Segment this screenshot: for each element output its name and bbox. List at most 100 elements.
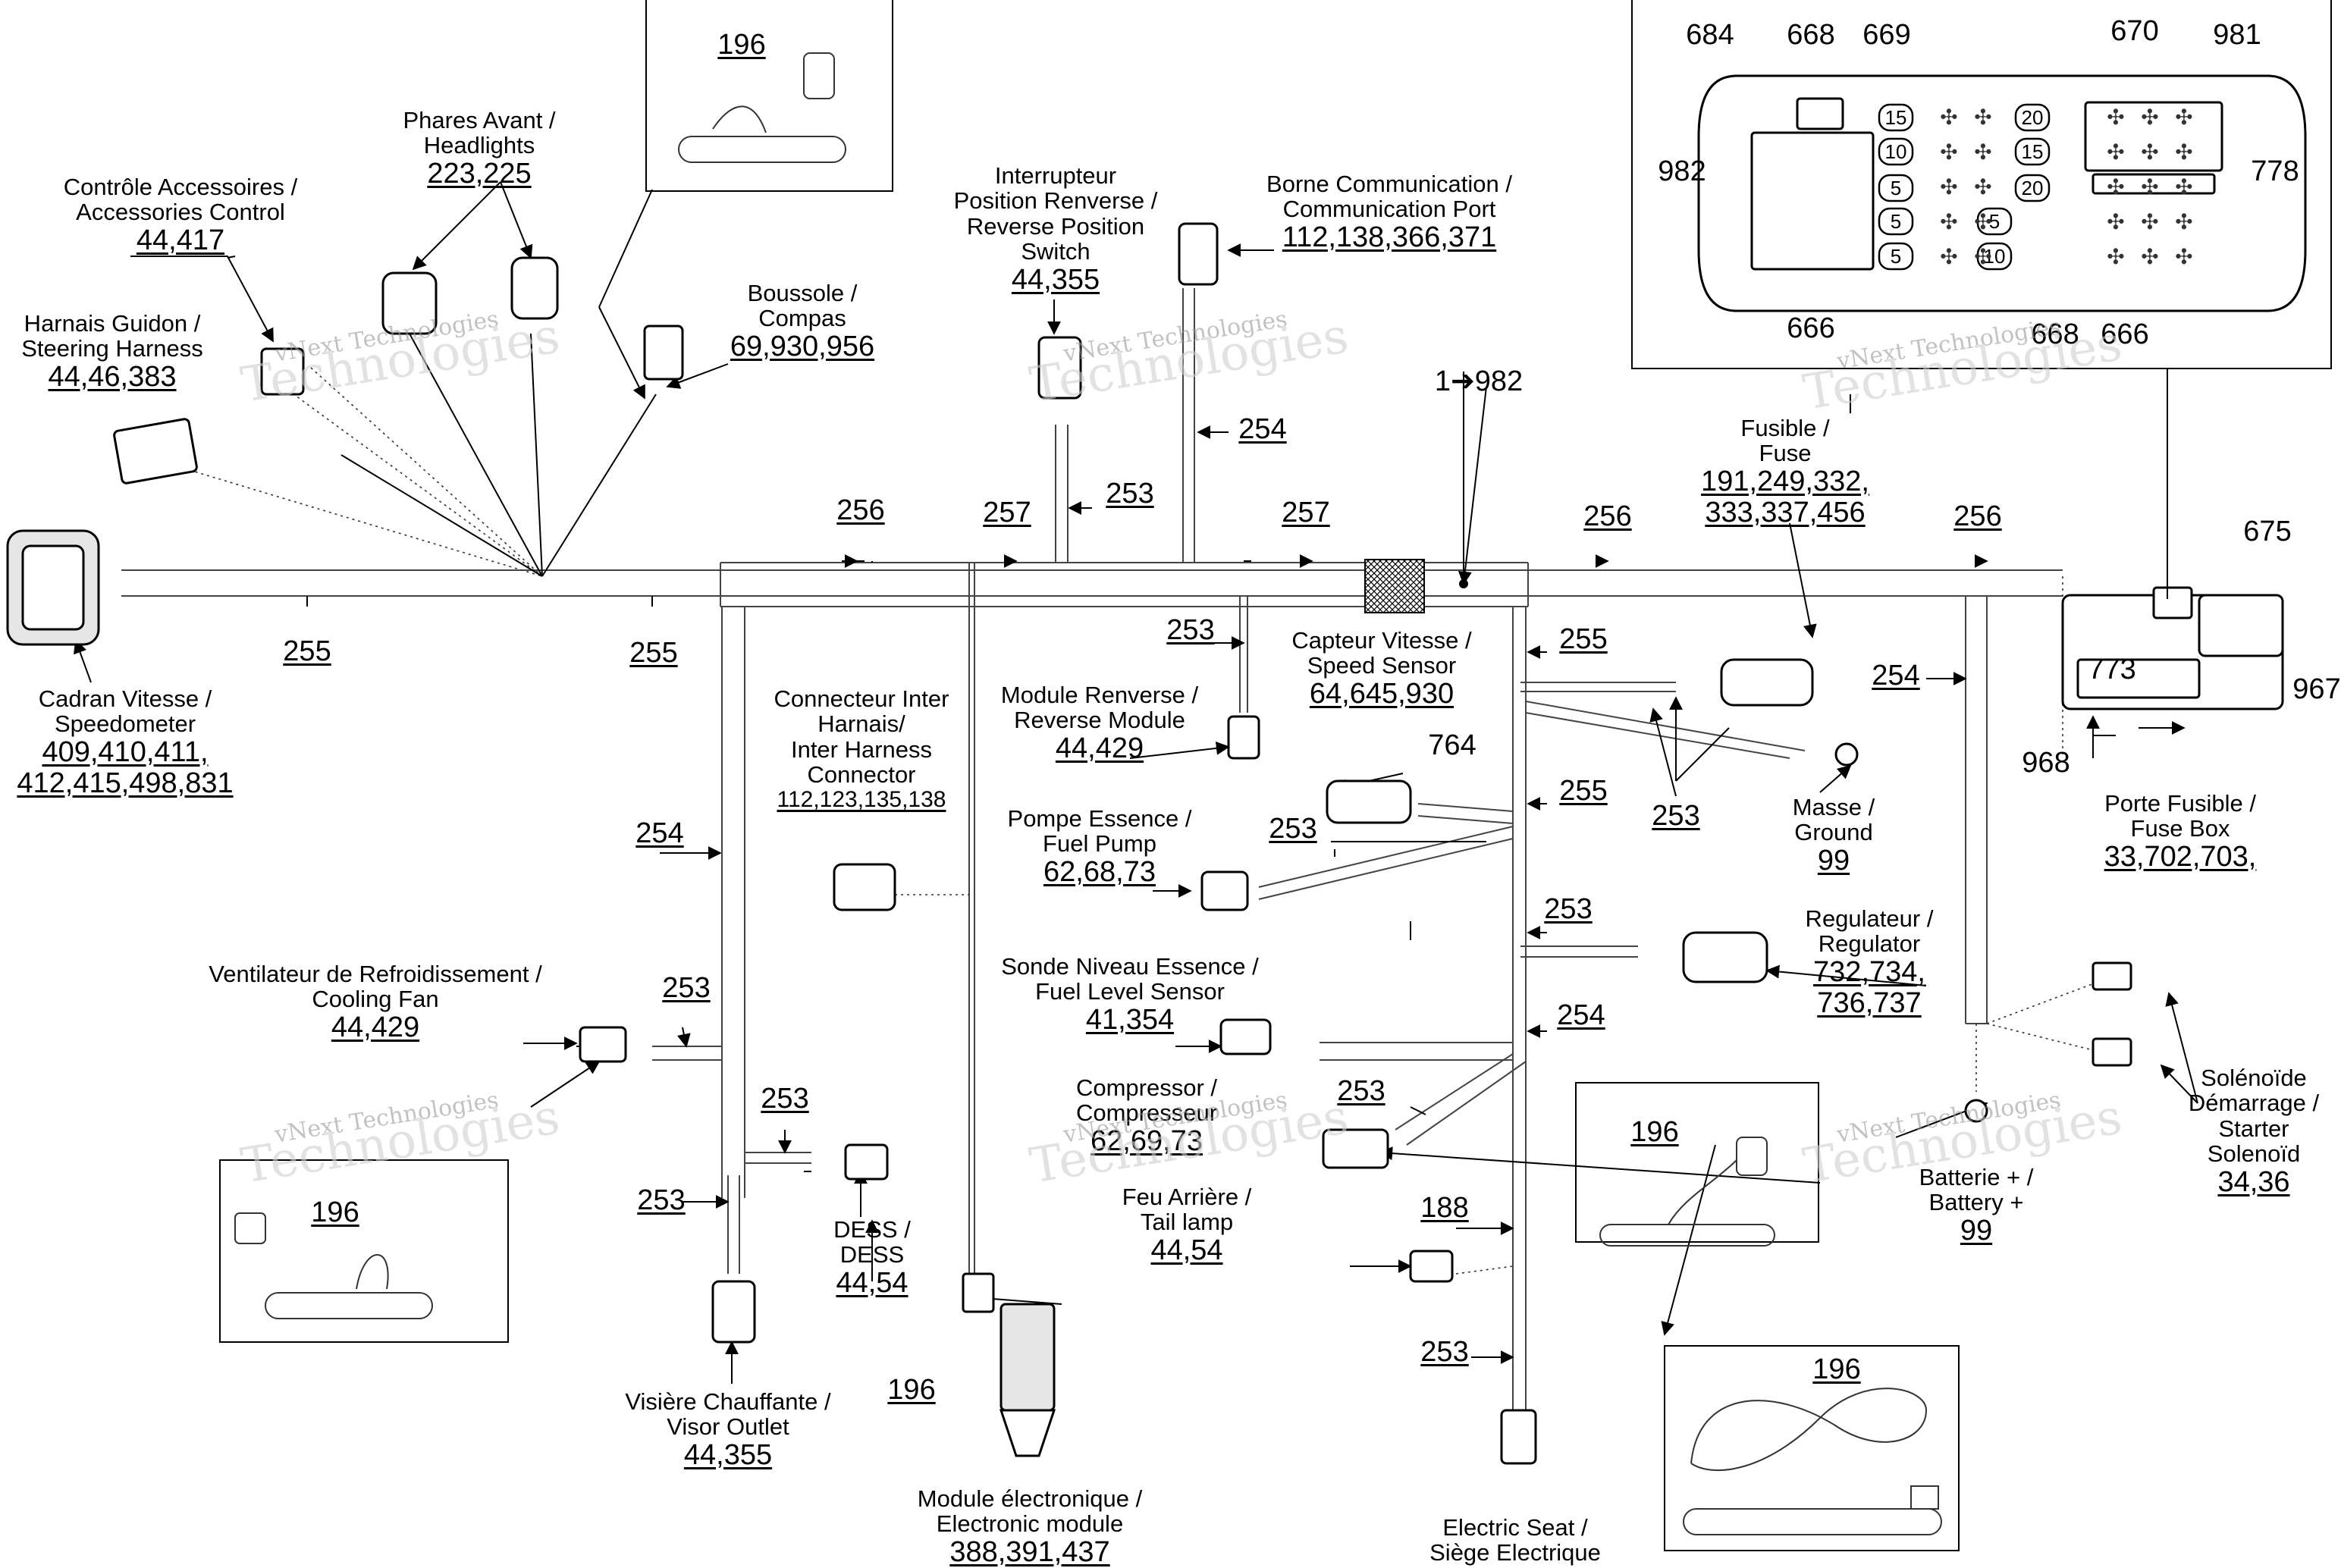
fuse-cavity: ✣ [1940,244,1957,269]
wire-ref-253: 253 [761,1083,809,1115]
battery-terminal [1964,1099,1988,1123]
fuse-cavity: ✣ [1940,105,1957,130]
fuse-slot [1878,103,1914,132]
reverse-switch-line2: Position Renverse / [953,187,1158,215]
fuse-cavity: ✣ [2141,209,2158,234]
steering-harness-refs: 44,46,383 [48,360,177,393]
fuel-pump-title-en: Fuel Pump [1043,830,1156,858]
fuse-ref-778: 778 [2251,155,2299,187]
inset-leader [598,306,645,400]
wire-ref-255: 255 [1559,775,1608,807]
speedometer-refs-1: 409,410,411, [42,735,209,768]
fuse-box-refs: 33,702,703, [2104,840,2257,873]
visor-outlet-title-en: Visor Outlet [667,1413,789,1441]
wire-ref-254: 254 [635,817,684,849]
fuse-ref-981: 981 [2213,19,2261,51]
reverse-module-label: Module Renverse / Reverse Module 44,429 [1001,682,1198,764]
fuse-cavity: ✣ [2175,174,2192,199]
ground-title-en: Ground [1794,819,1873,846]
wire-ref-253: 253 [1544,893,1593,925]
starter-solenoid-line4: Solenoïd [2207,1140,2301,1168]
regulator-title-en: Regulator [1818,930,1921,958]
wire-ref-253: 253 [1337,1075,1385,1107]
fuse-cavity: ✣ [2141,105,2158,130]
wire-ref-253: 253 [1269,813,1317,845]
electronic-module [962,1272,1056,1457]
fuse-rating-label: 10 [1984,245,2006,268]
electronic-module-title-en: Electronic module [936,1510,1124,1538]
wire-ref-255: 255 [629,637,678,669]
tail-lamp-connector [1409,1250,1454,1283]
wire-ref-256: 256 [1583,500,1632,532]
starter-solenoid-connector-b [2092,1037,2132,1067]
battery-title-fr: Batterie + / [1919,1164,2034,1190]
compass-connector [643,325,684,381]
wire-ref-254: 254 [1872,660,1920,691]
cooling-fan-connector [579,1026,627,1063]
dess-title-en: DESS [839,1241,905,1269]
cooling-fan-title-fr: Ventilateur de Refroidissement / [209,961,542,987]
wire-ref-256: 256 [1953,500,2002,532]
fuse-slot [1976,242,2013,271]
fuel-level-title-fr: Sonde Niveau Essence / [1001,953,1259,980]
fuse-slot [2014,103,2051,132]
electric-seat-connector [1500,1409,1537,1465]
accessories-control-title-en: Accessories Control [76,199,285,226]
visor-outlet-label: Visière Chauffante / Visor Outlet 44,355 [625,1389,830,1471]
fuse-cavity: ✣ [2107,174,2124,199]
regulator-connector [1682,931,1768,983]
fuse-title-en: Fuse [1759,440,1812,467]
compressor-title-fr: Compresseur [1075,1099,1218,1127]
fuse-ref-670: 670 [2110,15,2159,47]
speed-sensor-refs: 64,645,930 [1309,677,1454,710]
wire-ref-196: 196 [717,29,766,61]
communication-port-title-fr: Borne Communication / [1266,171,1512,197]
steering-harness-connector [113,418,198,485]
inset-sketches [234,52,1942,1535]
starter-solenoid-line2: Démarrage / [2188,1090,2320,1117]
speedometer-title-en: Speedometer [54,710,196,738]
regulator-title-fr: Regulateur / [1805,905,1934,932]
starter-solenoid-connector-a [2092,961,2132,991]
battery-label: Batterie + / Battery + 99 [1919,1165,2034,1247]
wire-ref-253: 253 [1652,800,1700,832]
fuse-slot [1878,242,1914,271]
fuse-cavity: ✣ [2175,105,2192,130]
reverse-switch-line3: Reverse Position [966,212,1145,240]
dess-connector [844,1143,889,1181]
regulator-refs-1: 732,734, [1813,955,1925,988]
wire-ref-196: 196 [1812,1353,1861,1385]
ground-refs: 99 [1817,844,1850,877]
speed-sensor-connector [1326,779,1412,824]
accessories-control-connector [260,347,305,396]
fuse-rating-label: 15 [2022,140,2044,163]
visor-outlet-refs: 44,355 [683,1438,773,1471]
fuse-rating-label: 5 [1891,210,1901,233]
ground-ring-terminal [1834,742,1859,767]
speed-sensor-label: Capteur Vitesse / Speed Sensor 64,645,93… [1291,628,1471,710]
headlights-refs: 223,225 [427,157,532,190]
fuse-cavity: ✣ [2107,105,2124,130]
reverse-switch-refs: 44,355 [1011,263,1100,296]
fuse-rating-label: 20 [2022,177,2044,199]
wire-ref-256: 256 [836,494,885,526]
reverse-module-title-en: Reverse Module [1014,707,1185,734]
electronic-module-title-fr: Module électronique / [917,1485,1143,1512]
regulator-refs-2: 736,737 [1817,986,1922,1019]
fuse-slot [1976,207,2013,236]
fuse-cavity: ✣ [2107,209,2124,234]
fuse-rating-label: 5 [1989,210,2000,233]
fuse-rating-label: 5 [1891,245,1901,268]
compass-title-en: Compas [758,305,846,332]
accessories-control-refs: 44,417 [136,224,225,256]
wire-ref-968: 968 [2022,747,2070,779]
regulator-label: Regulateur / Regulator 732,734, 736,737 [1806,906,1934,1019]
front-connector-leads [340,333,657,577]
fuse-box-body [2061,586,2284,710]
fuse-slot [1878,137,1914,166]
main-harness-trunk [121,288,2063,1410]
wire-ref-196: 196 [1630,1116,1679,1148]
starter-solenoid-refs: 34,36 [2217,1165,2290,1198]
electric-seat-label: Electric Seat / Siège Electrique [1429,1515,1601,1566]
